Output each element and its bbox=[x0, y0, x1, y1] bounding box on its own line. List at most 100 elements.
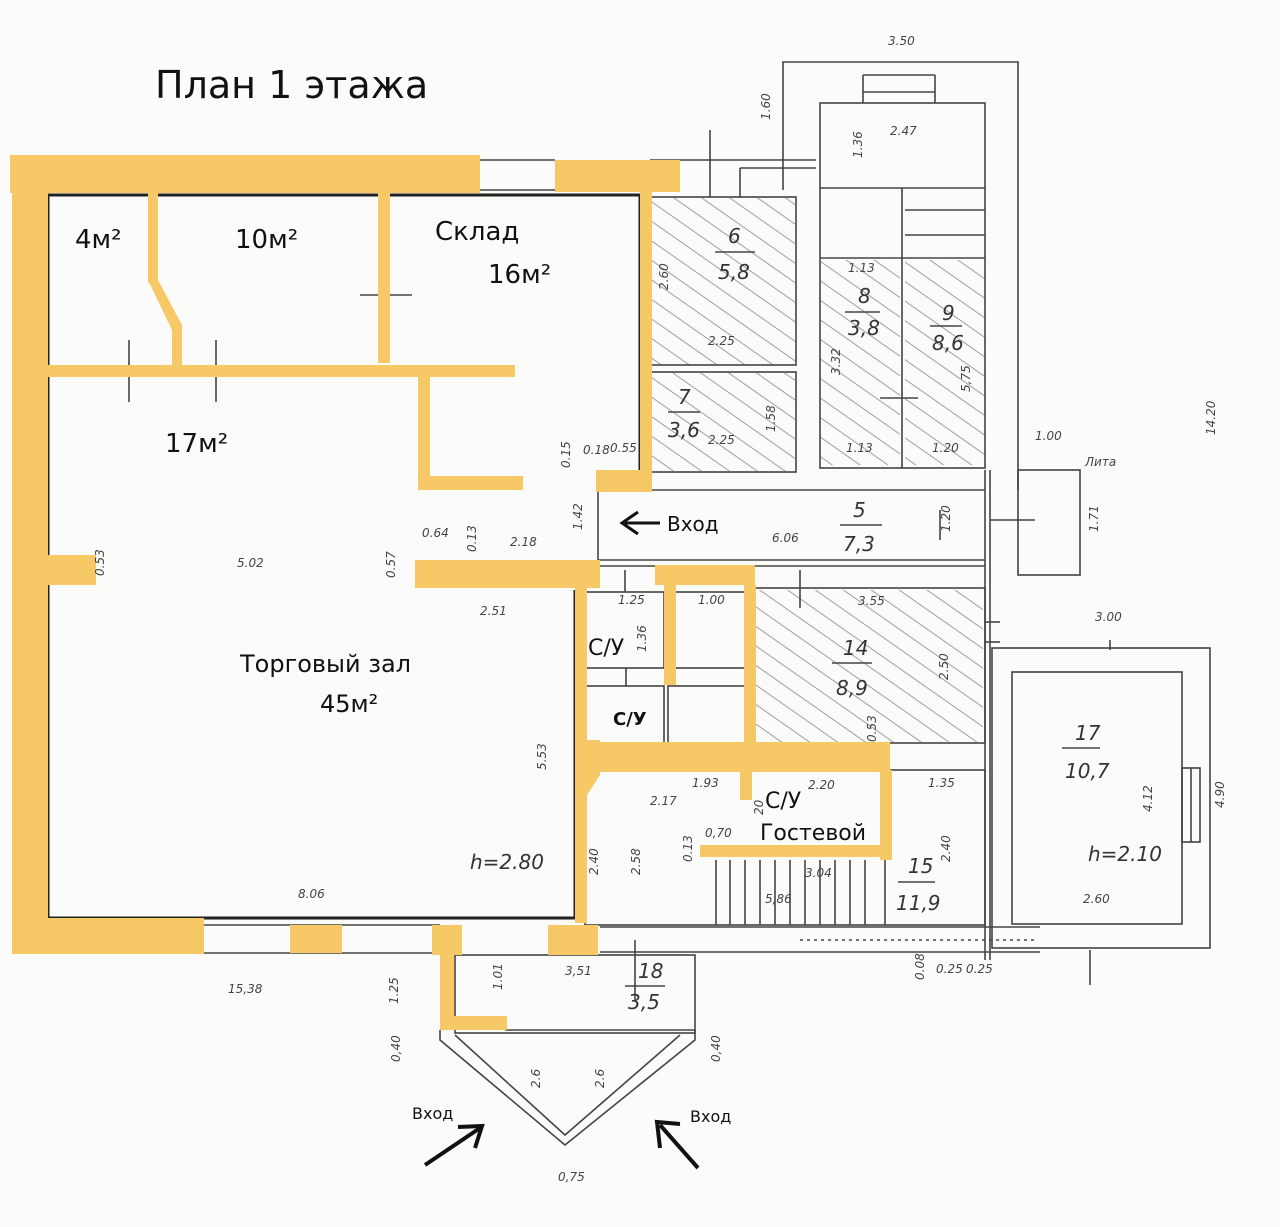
dim-label: 2.6 bbox=[529, 1069, 543, 1088]
height-main: h=2.80 bbox=[470, 850, 544, 874]
dim-label: 0.55 bbox=[610, 441, 637, 455]
cu-guest-label: С/У bbox=[765, 789, 802, 814]
dim-label: 0.13 bbox=[465, 525, 479, 552]
dim-label: 1.13 bbox=[848, 261, 875, 275]
dim-label: 8.06 bbox=[298, 887, 325, 901]
room-number: 9 bbox=[942, 301, 955, 325]
dim-label: 3.55 bbox=[858, 594, 885, 608]
room-area: 7,3 bbox=[843, 532, 875, 556]
room-number: 7 bbox=[678, 385, 691, 409]
arrow-right-icon bbox=[654, 1119, 700, 1170]
dim-label: 2.18 bbox=[510, 535, 537, 549]
dim-label: 1.71 bbox=[1087, 505, 1101, 532]
plan-title: План 1 этажа bbox=[155, 63, 428, 107]
dim-label: 1.36 bbox=[851, 131, 865, 158]
dim-label: 1.00 bbox=[1035, 429, 1062, 443]
dim-label: 0.53 bbox=[93, 549, 107, 576]
dim-label: 1.20 bbox=[932, 441, 959, 455]
arrow-east-icon bbox=[619, 510, 660, 536]
entry-east-label: Вход bbox=[667, 512, 719, 536]
dim-label: 0.64 bbox=[422, 526, 449, 540]
room-numbers: 6 5,8 7 3,6 8 3,8 9 8,6 5 7,3 14 8,9 15 … bbox=[628, 224, 1110, 1014]
room-number: 5 bbox=[853, 498, 866, 522]
hall-name: Торговый зал bbox=[239, 650, 411, 678]
dim-label: 2.25 bbox=[708, 433, 735, 447]
dim-label: 4.90 bbox=[1213, 781, 1227, 808]
dim-label: 1.60 bbox=[759, 93, 773, 120]
dim-label: 1.58 bbox=[764, 405, 778, 432]
dim-label: 0,40 bbox=[389, 1035, 403, 1062]
main-block-walls bbox=[46, 193, 642, 920]
dim-label: 1.36 bbox=[635, 625, 649, 652]
room-area: 3,8 bbox=[848, 316, 880, 340]
room-area: 8,9 bbox=[836, 676, 868, 700]
room-area: 10,7 bbox=[1065, 759, 1110, 783]
height-annex: h=2.10 bbox=[1088, 842, 1162, 866]
room-4-label: 4м² bbox=[75, 225, 122, 255]
lita-label: Лита bbox=[1084, 455, 1116, 469]
hatched-areas bbox=[652, 198, 985, 742]
sklad-area: 16м² bbox=[488, 260, 551, 290]
dim-label: 2.40 bbox=[939, 835, 953, 862]
dim-label: 2.25 bbox=[708, 334, 735, 348]
dim-label: 0.13 bbox=[681, 835, 695, 862]
dim-label: 2.20 bbox=[808, 778, 835, 792]
room-number-lines bbox=[625, 251, 1100, 987]
cu-1-label: С/У bbox=[588, 636, 625, 661]
dim-label: 0.57 bbox=[384, 551, 398, 578]
dim-label: 1.20 bbox=[939, 505, 953, 532]
dim-label: 5.02 bbox=[237, 556, 264, 570]
room-area: 11,9 bbox=[896, 891, 941, 915]
dim-label: 1.25 bbox=[387, 977, 401, 1004]
room-area: 3,6 bbox=[668, 418, 700, 442]
dim-label: 14.20 bbox=[1204, 400, 1218, 435]
dim-label: 0.53 bbox=[865, 715, 879, 742]
dim-label: 3,51 bbox=[565, 964, 592, 978]
dim-label: 15,38 bbox=[228, 982, 263, 996]
dim-label: 4.12 bbox=[1141, 785, 1155, 812]
dim-label: 3.04 bbox=[805, 866, 832, 880]
dim-label: 3.32 bbox=[829, 348, 843, 375]
room-number: 8 bbox=[858, 284, 871, 308]
dim-label: 1.42 bbox=[571, 503, 585, 530]
dim-label: 1.25 bbox=[618, 593, 645, 607]
dim-label: 0.25 bbox=[966, 962, 993, 976]
dim-label: 5,86 bbox=[765, 892, 792, 906]
dim-label: 2.60 bbox=[1083, 892, 1110, 906]
dim-label: 2.17 bbox=[650, 794, 677, 808]
dim-label: 1.01 bbox=[491, 963, 505, 990]
cu-2-label: С/У bbox=[613, 709, 647, 730]
dim-label: 5.53 bbox=[535, 743, 549, 770]
room-number: 14 bbox=[843, 636, 868, 660]
room-17-label: 17м² bbox=[165, 429, 228, 459]
dim-label: 1.35 bbox=[928, 776, 955, 790]
room-area: 5,8 bbox=[718, 260, 750, 284]
room-number: 17 bbox=[1075, 721, 1101, 745]
dim-label: 6.06 bbox=[772, 531, 799, 545]
dim-label: 0.18 bbox=[583, 443, 610, 457]
room-number: 18 bbox=[638, 959, 663, 983]
dim-label: 1.00 bbox=[698, 593, 725, 607]
dim-label: 2.60 bbox=[657, 263, 671, 290]
dim-label: 5,75 bbox=[959, 365, 973, 392]
room-10-label: 10м² bbox=[235, 225, 298, 255]
dim-label: 0.25 bbox=[936, 962, 963, 976]
dim-label: 2.40 bbox=[587, 848, 601, 875]
dim-label: 1.13 bbox=[846, 441, 873, 455]
hall-area: 45м² bbox=[320, 690, 378, 718]
room-area: 3,5 bbox=[628, 990, 660, 1014]
dim-label: 20 bbox=[752, 799, 766, 815]
entry-right-label: Вход bbox=[690, 1107, 731, 1126]
dimension-labels: 3.50 1.60 1.36 2.47 2.60 2.25 1.13 3.32 … bbox=[93, 34, 1227, 1184]
room-number: 6 bbox=[728, 224, 741, 248]
dim-label: 2.58 bbox=[629, 848, 643, 875]
room-area: 8,6 bbox=[932, 331, 964, 355]
dim-label: 0,75 bbox=[558, 1170, 585, 1184]
dim-label: 2.51 bbox=[480, 604, 507, 618]
arrow-left-icon bbox=[423, 1123, 485, 1167]
room-number: 15 bbox=[908, 854, 933, 878]
dim-label: 2.47 bbox=[890, 124, 917, 138]
dim-label: 0,40 bbox=[709, 1035, 723, 1062]
